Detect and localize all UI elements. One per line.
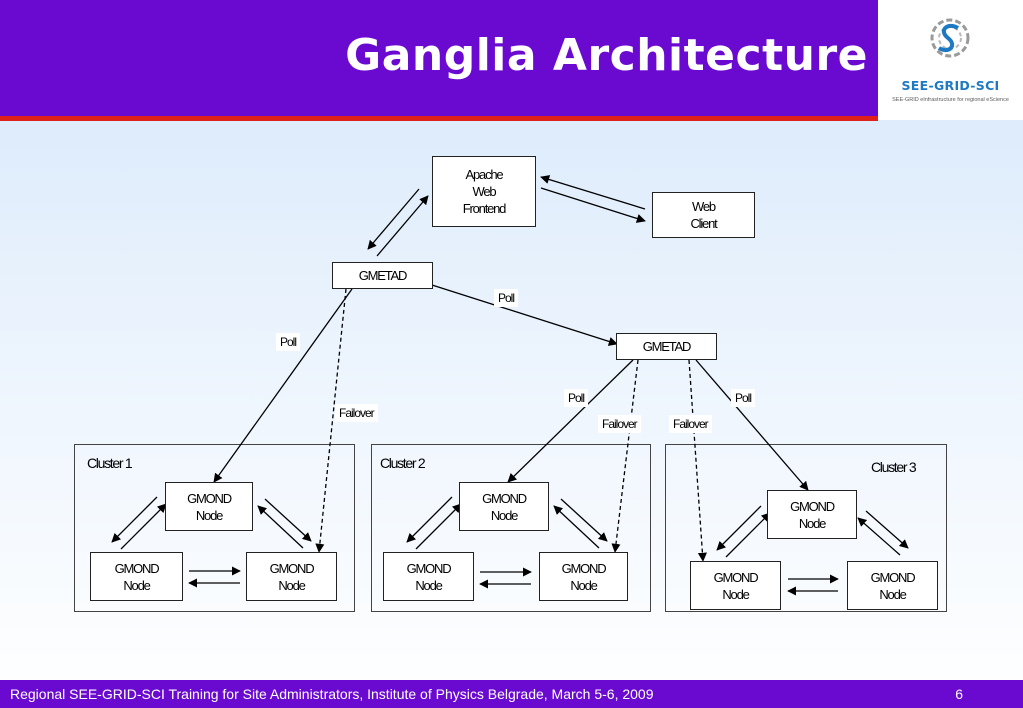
failover-label-cluster-3: Failover (669, 415, 712, 433)
cluster-3-gmond-left: GMOND Node (690, 561, 781, 610)
cluster-2-gmond-right: GMOND Node (539, 552, 628, 601)
arrow-poll-cluster-1 (213, 288, 353, 483)
gmetad-mid-node: GMETAD (616, 333, 717, 360)
page-number: 6 (955, 686, 963, 702)
cluster-1 (74, 444, 355, 612)
arrow-failover-cluster-1 (315, 288, 347, 553)
cluster-1-gmond-left: GMOND Node (90, 552, 183, 601)
cluster-3 (665, 444, 947, 612)
arrow-apache-to-gmetad (367, 188, 420, 250)
cluster-2-gmond-left: GMOND Node (383, 552, 474, 601)
cluster-1-gmond-right: GMOND Node (246, 552, 337, 601)
arrow-poll-cluster-2 (507, 359, 634, 483)
see-grid-sci-logo (930, 18, 970, 58)
footer-text: Regional SEE-GRID-SCI Training for Site … (10, 686, 654, 702)
arrow-poll-cluster-3 (695, 359, 809, 491)
cluster-1-label: Cluster 1 (87, 455, 133, 471)
logo-panel: SEE-GRID-SCI SEE-GRID eInfrastructure fo… (878, 0, 1023, 120)
arrow-failover-cluster-3 (688, 359, 707, 562)
arrow-client-to-apache (540, 175, 646, 210)
poll-label-gmetad: Poll (494, 289, 519, 307)
poll-label-cluster-1: Poll (276, 333, 301, 351)
title-bar: Ganglia Architecture (0, 0, 878, 116)
web-client-label: Web Client (690, 199, 717, 231)
apache-web-frontend-label: Apache Web Frontend (462, 167, 507, 216)
accent-line (0, 116, 878, 121)
slide-title: Ganglia Architecture (345, 30, 868, 81)
failover-label-cluster-1: Failover (335, 404, 378, 422)
gmetad-mid-label: GMETAD (642, 339, 692, 354)
cluster-2-label: Cluster 2 (380, 455, 426, 471)
gmetad-top-node: GMETAD (332, 262, 433, 289)
apache-web-frontend-node: Apache Web Frontend (432, 156, 536, 227)
poll-label-cluster-2: Poll (564, 389, 589, 407)
logo-name: SEE-GRID-SCI (901, 78, 1000, 93)
arrow-poll-gmetad (431, 284, 618, 346)
arrow-gmetad-to-apache (376, 195, 429, 257)
arrow-apache-to-client (540, 187, 646, 223)
poll-label-cluster-3: Poll (731, 389, 756, 407)
cluster-2 (371, 444, 651, 612)
cluster-3-gmond-top: GMOND Node (767, 490, 857, 539)
logo-tagline: SEE-GRID eInfrastructure for regional eS… (892, 97, 1009, 103)
failover-label-cluster-2: Failover (598, 415, 641, 433)
gmetad-top-label: GMETAD (358, 268, 408, 283)
cluster-2-gmond-top: GMOND Node (459, 482, 549, 531)
arrow-failover-cluster-2 (611, 359, 639, 553)
web-client-node: Web Client (652, 192, 755, 238)
cluster-3-label: Cluster 3 (871, 459, 917, 475)
footer-bar: Regional SEE-GRID-SCI Training for Site … (0, 680, 1023, 708)
cluster-3-gmond-right: GMOND Node (847, 561, 938, 610)
cluster-1-gmond-top: GMOND Node (165, 482, 253, 531)
